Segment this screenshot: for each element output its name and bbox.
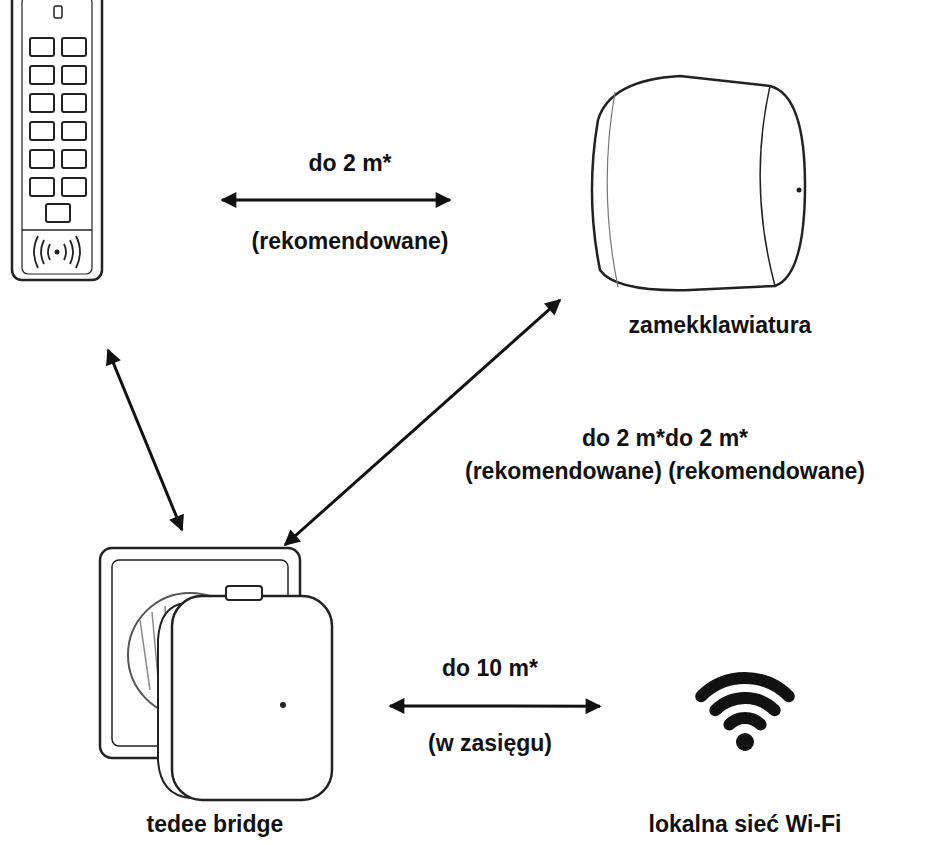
keypad-illustration: [12, 0, 102, 280]
lock-device: zamekklawiatura: [560, 60, 830, 345]
range-label: do 2 m*: [305, 150, 394, 178]
bridge-device: tedee bridge: [95, 545, 390, 843]
device-caption: tedee bridge: [147, 811, 284, 839]
wifi-network: lokalna sieć Wi-Fi: [600, 640, 900, 841]
range-arrow: [285, 300, 560, 545]
device-label: zamekklawiatura: [629, 312, 812, 340]
range-label: do 2 m*do 2 m*: [579, 425, 751, 453]
range-arrow: [222, 199, 450, 202]
device-label: lokalna sieć Wi-Fi: [649, 811, 842, 839]
range-label: (rekomendowane) (rekomendowane): [462, 458, 868, 486]
wifi-icon: [701, 678, 789, 751]
range-arrow: [108, 350, 182, 530]
device-caption: lokalna sieć Wi-Fi: [649, 811, 842, 839]
range-label: (rekomendowane): [249, 228, 452, 256]
device-label: tedee bridge: [147, 811, 284, 839]
lock-illustration: [592, 76, 805, 290]
bridge-illustration: [100, 548, 332, 800]
range-label: (w zasięgu): [425, 730, 555, 758]
device-caption: zamekklawiatura: [629, 312, 812, 340]
range-arrow: [390, 704, 600, 707]
range-label: do 10 m*: [439, 655, 541, 683]
